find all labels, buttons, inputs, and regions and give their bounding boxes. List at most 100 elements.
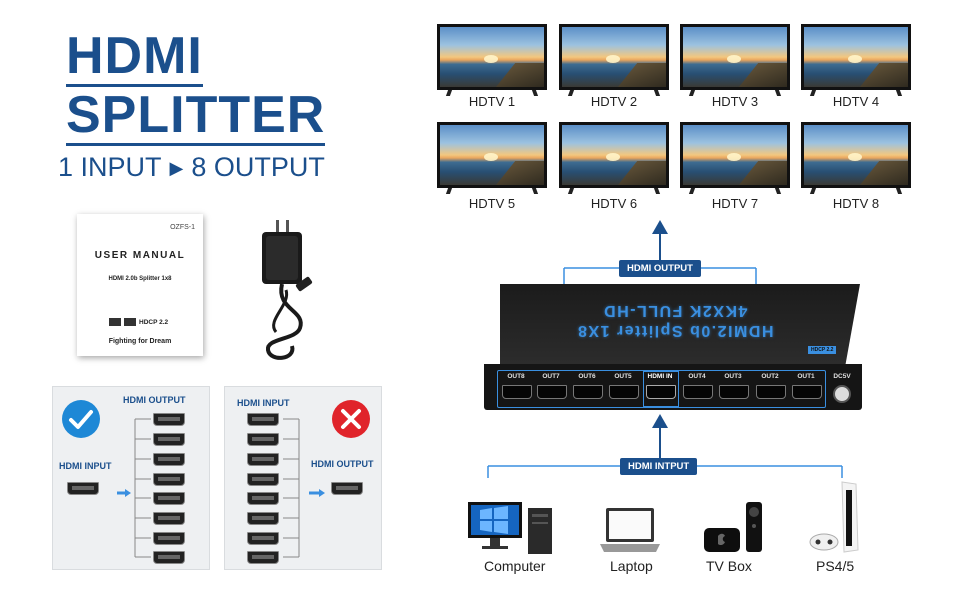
hdmi-port-icon [247, 473, 279, 486]
hdmi-port-icon [756, 385, 786, 399]
hdtv-1: HDTV 1 [437, 24, 547, 109]
manual-heading: USER MANUAL [94, 250, 186, 261]
port-out6[interactable]: OUT6 [571, 373, 603, 399]
tv-screen [680, 122, 790, 188]
hdmi-logo-icon [109, 318, 121, 326]
manual-hdcp-text: HDCP 2.2 [139, 318, 169, 326]
port-hdmi-in[interactable]: HDMI IN [644, 373, 676, 399]
hdtv-label: HDTV 5 [468, 196, 516, 211]
hdmi-port-icon [153, 551, 185, 564]
hdmi-output-tag: HDMI OUTPUT [619, 260, 701, 277]
port-label: OUT2 [761, 373, 779, 380]
port-out4[interactable]: OUT4 [681, 373, 713, 399]
hdmi-port-icon [502, 385, 532, 399]
hdtv-8: HDTV 8 [801, 122, 911, 211]
port-out2[interactable]: OUT2 [754, 373, 786, 399]
hdtv-label: HDTV 2 [590, 94, 638, 109]
splitter-top [500, 284, 860, 364]
device-label-ps: PS4/5 [816, 558, 855, 574]
hdtv-7: HDTV 7 [680, 122, 790, 211]
port-dc5v[interactable]: DC5V [829, 373, 855, 403]
hdmi-port-icon [153, 433, 185, 446]
hdtv-label: HDTV 1 [468, 94, 516, 109]
user-manual: OZFS-1 USER MANUAL HDMI 2.0b Splitter 1x… [77, 214, 203, 356]
hdmi-port-icon [247, 512, 279, 525]
4k-logo-icon [124, 318, 136, 326]
port-out5[interactable]: OUT5 [607, 373, 639, 399]
hdcp-badge: HDCP 2.2 [808, 346, 837, 354]
hdmi-port-icon [247, 492, 279, 505]
tv-screen [680, 24, 790, 90]
subtitle: 1 INPUT ▶ 8 OUTPUT [58, 154, 325, 181]
hdmi-port-icon [331, 482, 363, 495]
computer-icon [468, 502, 552, 554]
hdmi-port-icon [683, 385, 713, 399]
hdmi-port-icon [247, 413, 279, 426]
tv-screen [559, 24, 669, 90]
correct-input-label: HDMI INPUT [59, 461, 112, 471]
tv-screen [437, 24, 547, 90]
hdmi-input-tag: HDMI INTPUT [620, 458, 698, 475]
correct-wiring [117, 418, 151, 558]
dc-jack-icon [833, 385, 851, 403]
hdmi-port-icon [537, 385, 567, 399]
hdmi-port-icon [153, 492, 185, 505]
hdmi-port-icon [792, 385, 822, 399]
hdmi-port-icon [153, 473, 185, 486]
tv-screen [559, 122, 669, 188]
subtitle-input: 1 INPUT [58, 152, 162, 182]
hdmi-port-icon [247, 532, 279, 545]
device-label-tv-box: TV Box [706, 558, 752, 574]
hdmi-port-icon [247, 433, 279, 446]
wrong-output-label: HDMI OUTPUT [311, 459, 374, 469]
hdmi-port-icon [573, 385, 603, 399]
triangle-right-icon: ▶ [169, 157, 184, 178]
hdtv-label: HDTV 7 [711, 196, 759, 211]
port-label: DC5V [833, 373, 851, 380]
hdtv-5: HDTV 5 [437, 122, 547, 211]
tv-screen [801, 24, 911, 90]
hdmi-port-icon [153, 532, 185, 545]
port-out7[interactable]: OUT7 [535, 373, 567, 399]
hdtv-2: HDTV 2 [559, 24, 669, 109]
hdmi-port-icon [153, 453, 185, 466]
power-adapter-icon [262, 220, 313, 360]
manual-code: OZFS-1 [170, 224, 195, 231]
device-label-laptop: Laptop [610, 558, 653, 574]
subtitle-output: 8 OUTPUT [191, 152, 325, 182]
hdtv-label: HDTV 3 [711, 94, 759, 109]
tv-box-icon [704, 502, 762, 552]
hdtv-label: HDTV 8 [832, 196, 880, 211]
port-strip [497, 370, 826, 408]
hdtv-4: HDTV 4 [801, 24, 911, 109]
device-label-computer: Computer [484, 558, 546, 574]
port-label: OUT7 [542, 373, 560, 380]
port-label: OUT3 [724, 373, 742, 380]
title-line-2: SPLITTER [66, 86, 326, 146]
hdmi-port-icon [609, 385, 639, 399]
splitter-print-line2: 4KX2K FULL-HD [602, 302, 748, 319]
tv-screen [437, 122, 547, 188]
hdmi-port-icon [247, 551, 279, 564]
wrong-wiring [283, 418, 325, 558]
port-out8[interactable]: OUT8 [500, 373, 532, 399]
hdmi-port-icon [153, 512, 185, 525]
hdmi-port-icon [719, 385, 749, 399]
port-out3[interactable]: OUT3 [717, 373, 749, 399]
cross-icon [332, 400, 370, 438]
manual-slogan: Fighting for Dream [108, 338, 172, 345]
wrong-usage-panel: HDMI INPUT HDMI OUTPUT [224, 386, 382, 570]
title-line-1: HDMI [66, 27, 203, 87]
port-label: OUT1 [797, 373, 815, 380]
wrong-input-label: HDMI INPUT [237, 398, 290, 408]
tv-screen [801, 122, 911, 188]
manual-hdcp: HDCP 2.2 [109, 318, 168, 326]
correct-output-label: HDMI OUTPUT [123, 395, 186, 405]
hdmi-port-icon [247, 453, 279, 466]
correct-usage-panel: HDMI OUTPUT HDMI INPUT [52, 386, 210, 570]
hdmi-port-icon [67, 482, 99, 495]
port-label: OUT6 [578, 373, 596, 380]
port-out1[interactable]: OUT1 [790, 373, 822, 399]
check-icon [62, 400, 100, 438]
port-label: HDMI IN [647, 373, 673, 380]
